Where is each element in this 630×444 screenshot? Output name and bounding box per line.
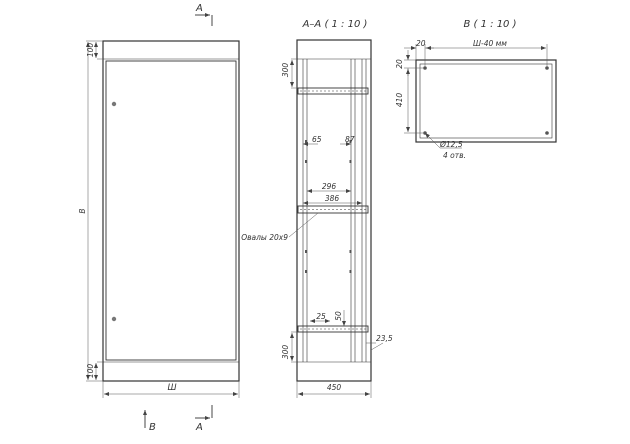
lower-rail [297,325,369,333]
section-outline [296,39,372,382]
dim-width-note: Ш-40 мм [473,39,507,48]
dim-23-5: 23,5 [376,334,393,343]
mount-hole-icon [545,131,549,135]
dim-87: 87 [345,135,355,144]
note-hole-count: 4 отв. [443,151,466,160]
dim-width: Ш [167,383,176,393]
section-label-top: A [195,3,203,14]
profile-holes [305,140,352,273]
top-lock-icon [111,101,117,107]
dim-bottom-height: 100 [86,364,95,379]
dim-top-300: 300 [281,63,290,78]
plan-title: В ( 1 : 10 ) [463,19,516,30]
mount-hole-icon [545,66,549,70]
cabinet-door [105,60,237,361]
dim-overall-height: В [78,208,87,213]
dim-410: 410 [395,93,404,108]
upper-rail [297,87,369,95]
note-ovals: Овалы 20х9 [241,233,288,242]
section-title: А–А ( 1 : 10 ) [302,19,368,30]
middle-rail [297,205,369,214]
dim-50: 50 [334,311,343,321]
front-view: 100 В 100 Ш A A B [78,3,240,433]
section-label-bottom-a: A [195,422,203,433]
dim-bottom-300: 300 [281,345,290,360]
note-hole-dia: Ø12,5 [439,140,463,149]
section-view: А–А ( 1 : 10 ) [241,19,393,398]
cabinet-outline [102,40,240,382]
dim-top-height: 100 [86,43,95,58]
mount-hole-icon [423,66,427,70]
dim-386: 386 [325,194,340,203]
dim-296: 296 [322,182,337,191]
plan-outline [415,59,557,143]
bottom-lock-icon [111,316,117,322]
dim-450: 450 [327,383,342,392]
plan-inner [419,63,553,139]
dim-20-top: 20 [416,39,426,48]
dim-20-side: 20 [395,59,404,69]
dim-25: 25 [316,312,326,321]
view-label-b: B [149,422,156,433]
dim-65: 65 [312,135,322,144]
plan-view: В ( 1 : 10 ) 20 Ш-40 мм 20 410 Ø12,5 4 о… [395,19,557,160]
